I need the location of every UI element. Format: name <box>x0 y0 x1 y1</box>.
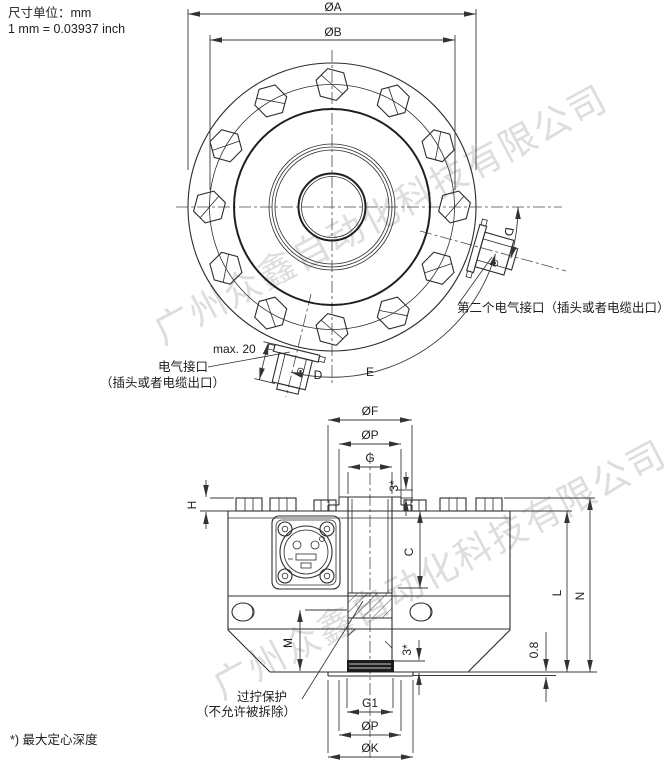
top-view: max. 20 D D E ØA <box>100 0 670 398</box>
dim-label-phi-f: ØF <box>362 404 379 418</box>
dim-d-right: D <box>501 206 521 259</box>
dim-d-e-bottom: D E <box>290 253 496 382</box>
dim-0-8: 0.8 <box>413 632 556 702</box>
annotation-connector2: 第二个电气接口（插头或者电缆出口） <box>457 300 670 315</box>
dim-m: M <box>281 609 347 671</box>
overload-annotation: 过拧保护 （不允许被拆除） <box>196 600 364 719</box>
dim-label-max20: max. 20 <box>213 342 256 356</box>
side-connector-plate <box>271 515 341 590</box>
dim-phi-p-top: ØP <box>338 428 402 500</box>
units-note-block: 尺寸单位：mm 1 mm = 0.03937 inch <box>8 5 125 36</box>
annotation-connector1-line1: 电气接口 <box>158 359 208 374</box>
dim-label-d-right: D <box>501 226 516 237</box>
dim-phi-b: ØB <box>209 25 456 190</box>
dim-max20-lines <box>254 341 276 384</box>
units-note: 尺寸单位：mm <box>8 5 91 20</box>
dim-label-g1: G1 <box>362 696 378 710</box>
dim-label-g: G <box>365 451 374 465</box>
footnote: *) 最大定心深度 <box>10 732 98 747</box>
dim-phi-k: ØK <box>327 680 414 760</box>
dim-label-n: N <box>573 592 587 601</box>
dim-n: N <box>504 497 595 672</box>
dim-phi-a: ØA <box>187 0 477 170</box>
top-bolts <box>235 497 503 512</box>
dim-label-phi-p-bottom: ØP <box>361 719 378 733</box>
dim-label-m: M <box>281 638 295 648</box>
dim-label-3star-top: 3* <box>387 480 401 492</box>
dim-label-c: C <box>402 547 416 556</box>
annotation-overload-line2: （不允许被拆除） <box>196 704 296 719</box>
dim-label-phi-p-top: ØP <box>361 428 378 442</box>
conversion-note: 1 mm = 0.03937 inch <box>8 22 125 36</box>
dim-label-l: L <box>550 589 564 596</box>
dim-label-phi-k: ØK <box>361 741 378 755</box>
dim-label-0-8: 0.8 <box>527 641 541 658</box>
dim-g1: G1 <box>346 678 394 715</box>
dim-3star-bottom: 3* <box>394 640 425 695</box>
annotation-connector1-line2: （插头或者电缆出口） <box>100 376 225 390</box>
dim-label-h: H <box>185 501 199 510</box>
dim-phi-p-bottom: ØP <box>338 680 402 738</box>
side-view: ØF ØP G 3* H <box>185 404 597 760</box>
dim-label-e: E <box>366 365 374 379</box>
dim-label-phi-a: ØA <box>324 0 341 14</box>
dim-3star-top: 3* <box>387 472 413 516</box>
dim-label-3star-bottom: 3* <box>400 644 414 656</box>
dim-l: L <box>468 510 597 673</box>
dim-c: C <box>398 511 428 589</box>
dim-label-phi-b: ØB <box>324 25 341 39</box>
dim-h: H <box>185 480 234 529</box>
dim-label-d-bottom: D <box>314 368 323 382</box>
side-holes <box>231 602 433 622</box>
dim-phi-f: ØF <box>327 404 413 503</box>
overload-protection-ring <box>347 660 394 672</box>
dim-g: G <box>347 451 393 494</box>
annotation-overload-line1: 过拧保护 <box>237 690 287 704</box>
